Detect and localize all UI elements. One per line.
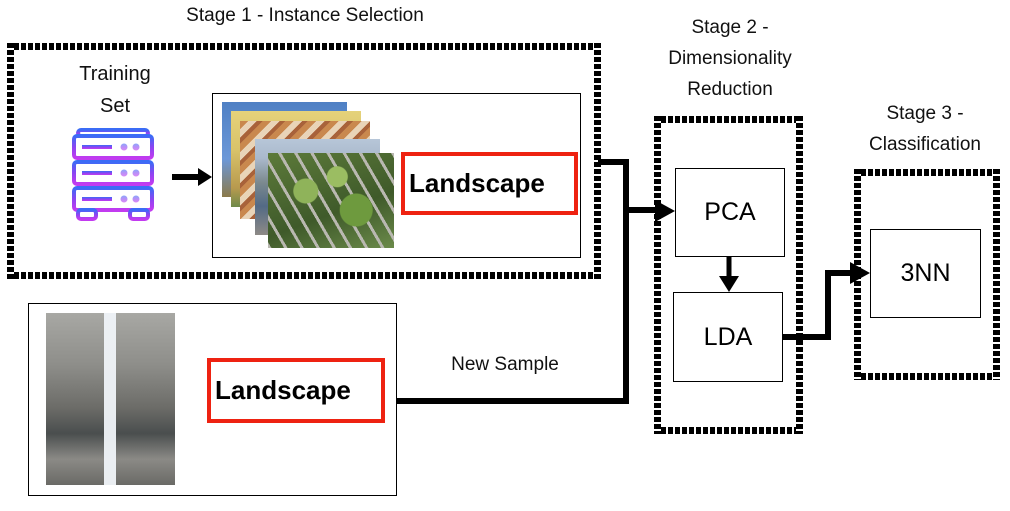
- stage2-title: Stage 2 - Dimensionality Reduction: [640, 12, 820, 105]
- classifier-3nn-label: 3NN: [900, 259, 951, 287]
- stage1-title: Stage 1 - Instance Selection: [186, 5, 424, 26]
- pca-label: PCA: [704, 198, 756, 226]
- stage2-title-line1: Stage 2 -: [691, 17, 769, 38]
- stage2-title-line2: Dimensionality: [668, 48, 792, 69]
- stage3-title-line1: Stage 3 -: [886, 103, 964, 124]
- arrow-new-sample-to-pca: [397, 200, 675, 404]
- training-set-label: Training Set: [60, 58, 170, 122]
- arrow-training-to-images: [172, 168, 212, 186]
- training-set-label-line2: Set: [99, 95, 131, 117]
- lda-label: LDA: [703, 322, 753, 351]
- stage2-frame: [654, 116, 803, 434]
- training-set-label-line1: Training: [79, 63, 151, 85]
- new-sample-caption: New Sample: [451, 354, 559, 375]
- arrow-pca-to-lda: [719, 257, 739, 292]
- training-photo-5: [268, 153, 394, 248]
- new-sample-class-label: Landscape: [207, 358, 385, 423]
- stage3-title-line2: Classification: [869, 134, 981, 155]
- stage2-title-line3: Reduction: [687, 79, 773, 100]
- pca-box: PCA: [675, 168, 785, 257]
- stage3-title: Stage 3 - Classification: [840, 98, 1010, 160]
- training-class-label-text: Landscape: [409, 168, 545, 198]
- training-class-label: Landscape: [401, 152, 578, 215]
- stage1-frame: [7, 43, 601, 279]
- classifier-3nn-box: 3NN: [870, 229, 981, 318]
- server-stack-icon: [72, 128, 154, 221]
- arrow-lda-to-3nn: [783, 262, 870, 340]
- lda-box: LDA: [673, 292, 783, 382]
- waterfall-photo: [46, 313, 175, 485]
- new-sample-class-label-text: Landscape: [215, 375, 351, 405]
- arrow-stage1-to-pca: [598, 159, 629, 212]
